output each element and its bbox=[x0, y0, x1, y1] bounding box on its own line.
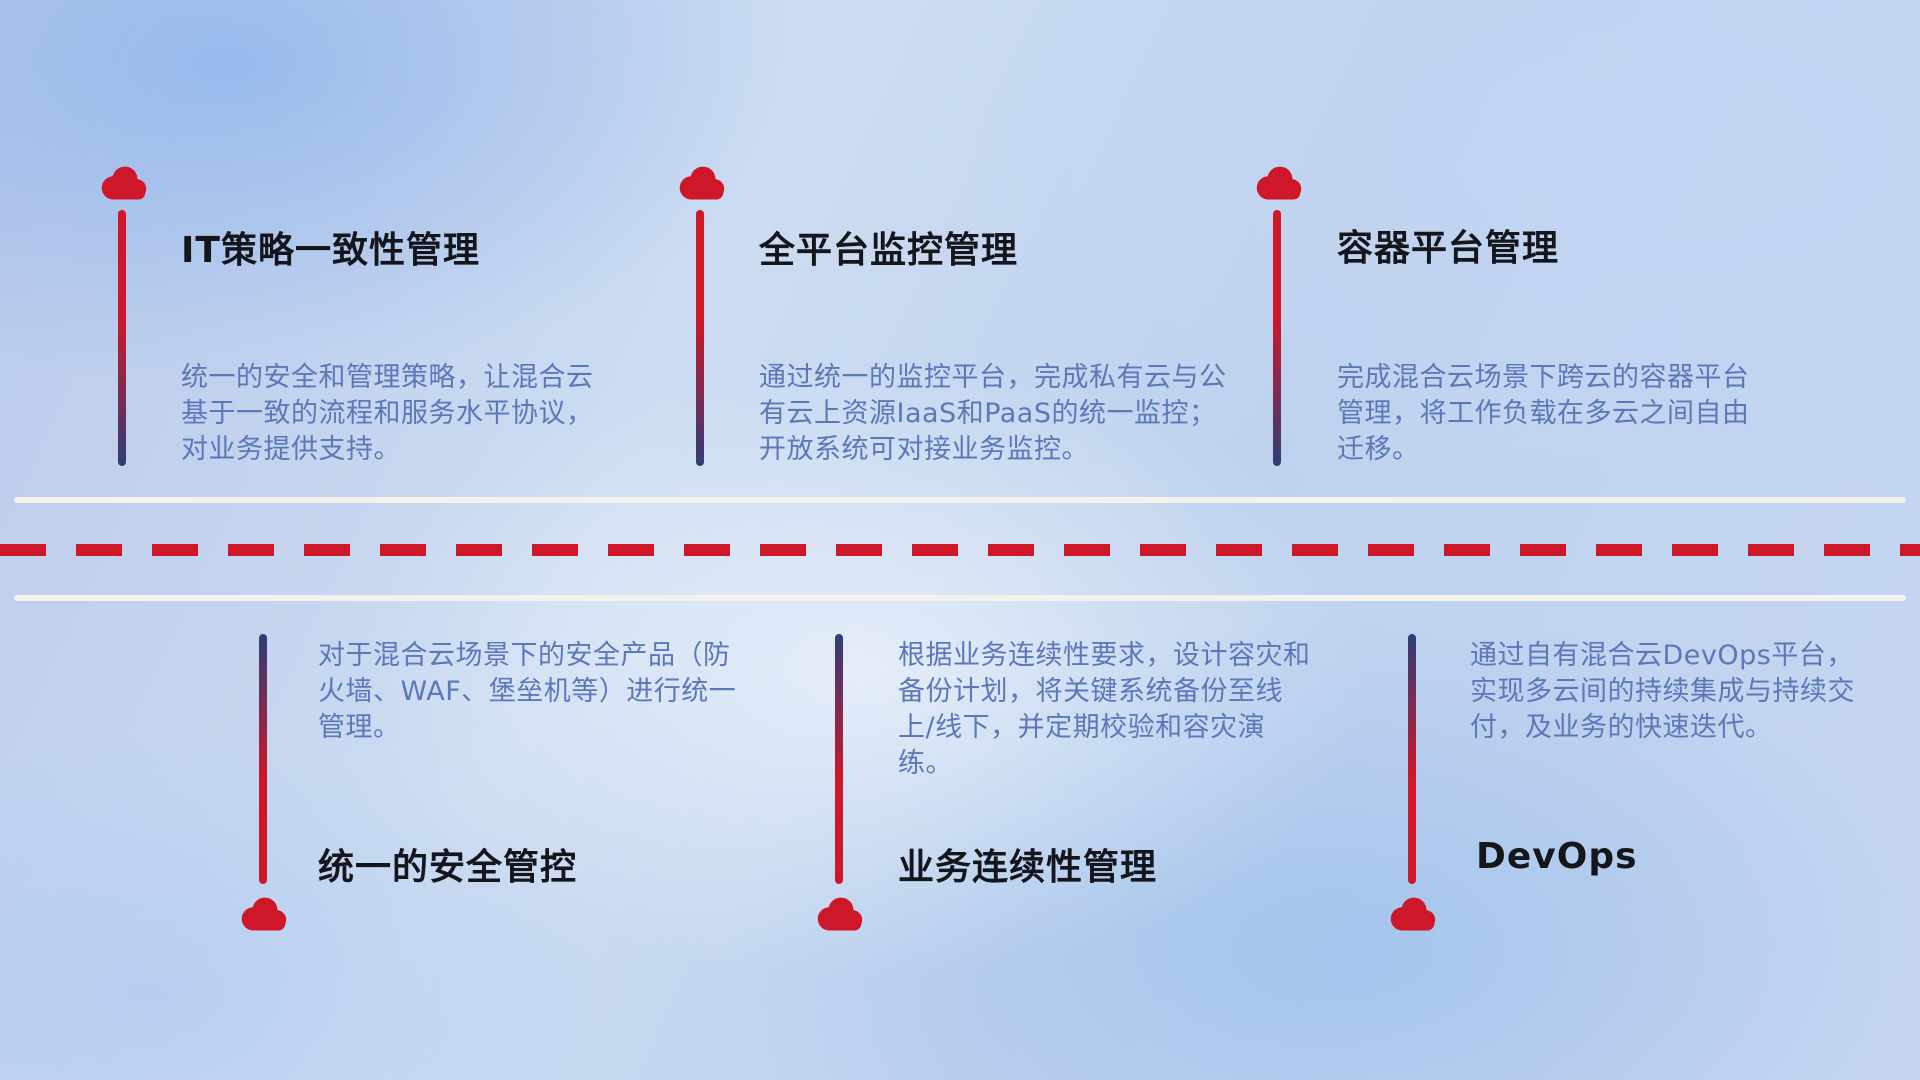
item-description: 对于混合云场景下的安全产品（防火墙、WAF、堡垒机等）进行统一管理。 bbox=[318, 640, 737, 743]
divider-white-line-bottom bbox=[14, 595, 1906, 601]
item-title: 全平台监控管理 bbox=[759, 230, 1019, 271]
item-description: 统一的安全和管理策略，让混合云基于一致的流程和服务水平协议，对业务提供支持。 bbox=[181, 362, 594, 465]
item-title: DevOps bbox=[1476, 836, 1638, 877]
connector-line bbox=[696, 210, 704, 466]
connector-line bbox=[259, 634, 267, 884]
cloud-icon bbox=[672, 164, 730, 204]
connector-line bbox=[1408, 634, 1416, 884]
item-description: 通过自有混合云DevOps平台，实现多云间的持续集成与持续交付，及业务的快速迭代… bbox=[1470, 640, 1855, 743]
cloud-icon bbox=[1383, 895, 1441, 935]
item-title: IT策略一致性管理 bbox=[181, 230, 480, 271]
item-title: 业务连续性管理 bbox=[898, 847, 1158, 888]
connector-line bbox=[1273, 210, 1281, 466]
connector-line bbox=[835, 634, 843, 884]
cloud-icon bbox=[810, 895, 868, 935]
cloud-icon bbox=[1249, 164, 1307, 204]
item-description: 根据业务连续性要求，设计容灾和备份计划，将关键系统备份至线上/线下，并定期校验和… bbox=[898, 640, 1311, 779]
cloud-icon bbox=[234, 895, 292, 935]
cloud-icon bbox=[94, 164, 152, 204]
connector-line bbox=[118, 210, 126, 466]
divider-dashed-line bbox=[0, 544, 1920, 556]
item-title: 统一的安全管控 bbox=[318, 847, 578, 888]
divider-white-line-top bbox=[14, 497, 1906, 503]
item-description: 完成混合云场景下跨云的容器平台管理，将工作负载在多云之间自由迁移。 bbox=[1337, 362, 1750, 465]
item-description: 通过统一的监控平台，完成私有云与公有云上资源IaaS和PaaS的统一监控；开放系… bbox=[759, 362, 1227, 465]
item-title: 容器平台管理 bbox=[1337, 228, 1560, 269]
